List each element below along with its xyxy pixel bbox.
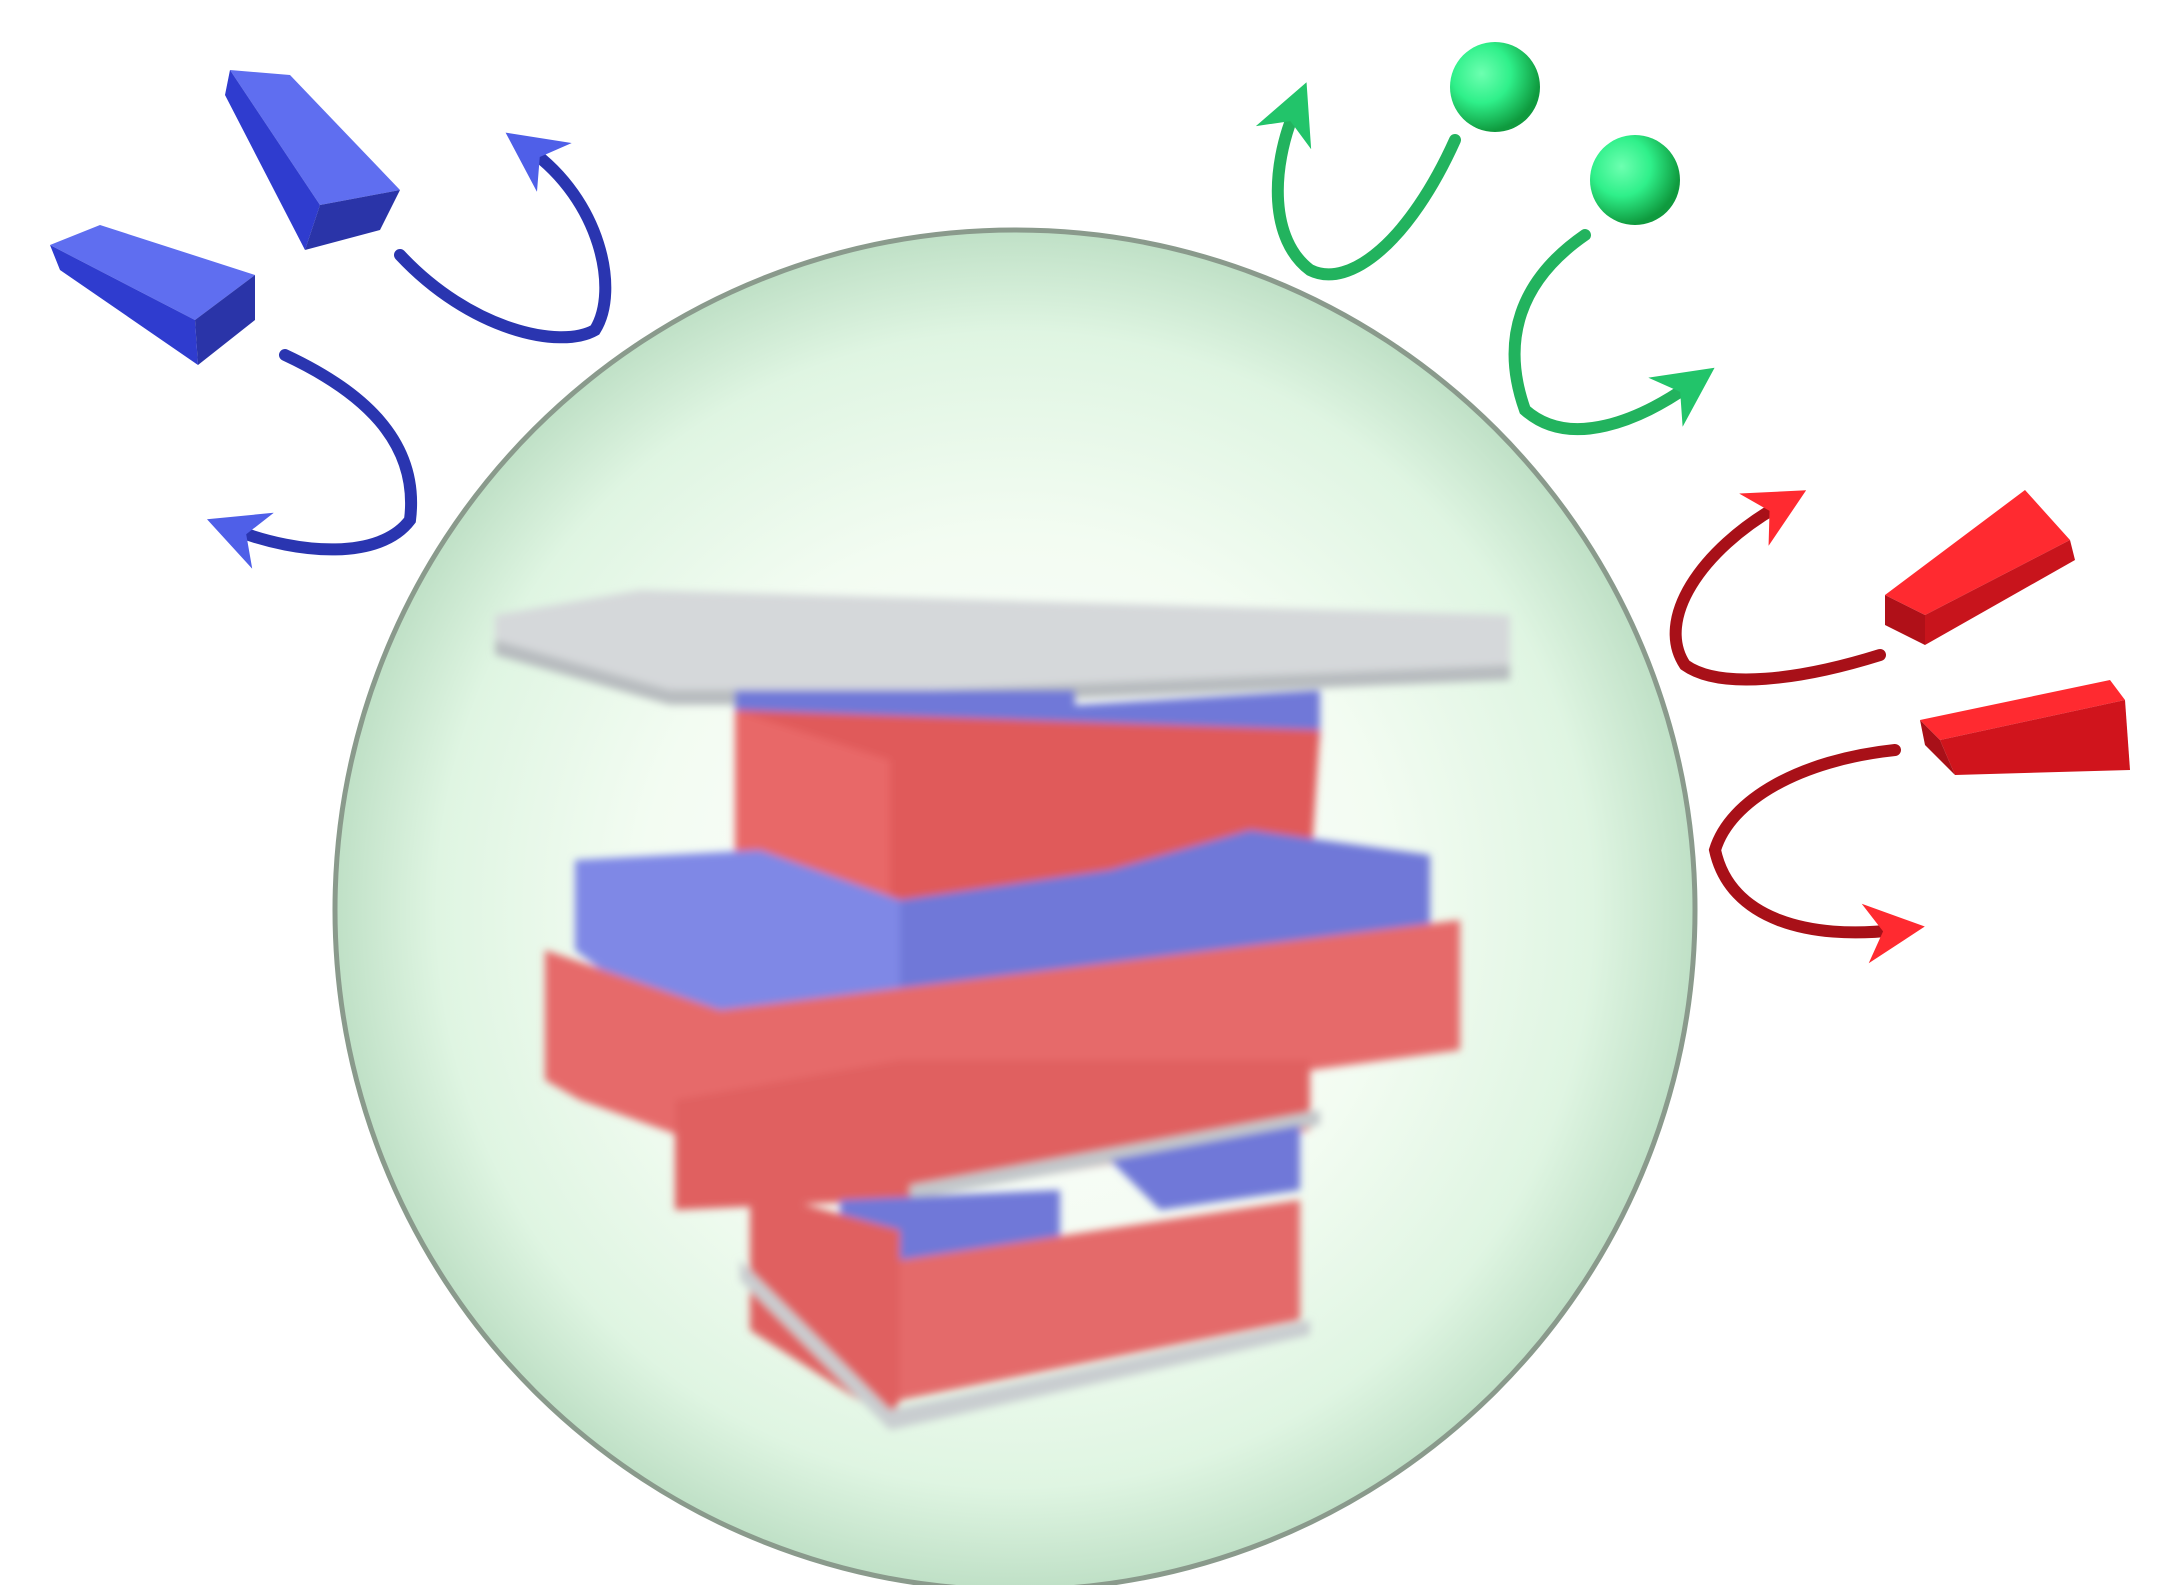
blue-prism-icon [50, 225, 255, 365]
red-prism-icon [1920, 680, 2130, 775]
green-sphere-icon [1450, 42, 1540, 132]
curved-arrow-icon [206, 349, 418, 569]
curved-arrow-icon [1508, 229, 1715, 436]
red-prism-icon [1885, 490, 2075, 645]
blue-guest-group [50, 70, 612, 569]
green-sphere-icon [1590, 135, 1680, 225]
middle-plate [910, 1110, 1320, 1200]
curved-arrow-icon [1669, 490, 1886, 686]
blue-prism-icon [225, 70, 400, 250]
curved-arrow-icon [394, 132, 612, 344]
curved-arrow-icon [1255, 82, 1461, 281]
green-guest-group [1255, 42, 1715, 436]
bottom-plate [740, 1260, 1310, 1430]
core-assembly [495, 590, 1510, 1430]
red-guest-group [1669, 490, 2130, 964]
curved-arrow-icon [1708, 744, 1925, 964]
top-plate [495, 590, 1510, 690]
